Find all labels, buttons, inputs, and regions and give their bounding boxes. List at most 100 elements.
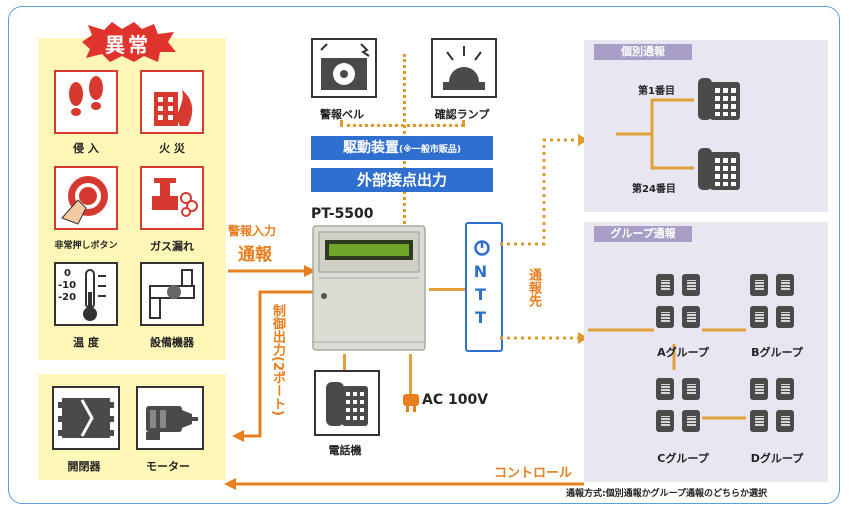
telephone-icon bbox=[750, 306, 768, 328]
group-b-phones bbox=[748, 272, 808, 332]
telephone-icon bbox=[682, 306, 700, 328]
group-a-phones bbox=[654, 272, 714, 332]
telephone-icon bbox=[776, 378, 794, 400]
motor-label: モーター bbox=[146, 460, 190, 473]
telephone-icon bbox=[698, 148, 740, 190]
fire-tile bbox=[140, 70, 204, 134]
alarm-bell-tile bbox=[311, 38, 377, 98]
alarm-bell-icon bbox=[320, 43, 370, 90]
unit-ntt-link bbox=[429, 288, 465, 291]
group-links bbox=[584, 222, 828, 486]
emergency-button-tile bbox=[54, 166, 118, 230]
motor-tile bbox=[136, 386, 204, 450]
power-label: AC 100V bbox=[422, 392, 489, 408]
group-b-label: Bグループ bbox=[751, 346, 803, 359]
switch-tile bbox=[52, 386, 120, 450]
telephone-icon bbox=[776, 306, 794, 328]
group-d-phones bbox=[748, 376, 808, 436]
switch-icon bbox=[58, 398, 114, 438]
gas-leak-tile bbox=[140, 166, 204, 230]
ntt-logo-icon bbox=[474, 240, 490, 260]
individual-title: 個別通報 bbox=[594, 44, 692, 60]
telephone-icon bbox=[776, 410, 794, 432]
drive-bar: 駆動装置(※一般市販品) bbox=[311, 136, 493, 160]
footprints-icon bbox=[69, 76, 103, 116]
group-d-label: Dグループ bbox=[750, 452, 804, 465]
individual-phone-first bbox=[694, 74, 744, 128]
abnormal-badge: 異常 bbox=[78, 22, 178, 62]
thermometer-icon bbox=[83, 269, 106, 321]
intrusion-tile bbox=[54, 70, 118, 134]
contact-output-bar: 外部接点出力 bbox=[311, 168, 493, 192]
alarm-input-label: 警報入力 bbox=[228, 224, 277, 238]
lamp-label: 確認ランプ bbox=[434, 108, 490, 121]
drive-label: 駆動装置 bbox=[343, 140, 399, 156]
telephone-icon bbox=[750, 378, 768, 400]
switch-label: 開閉器 bbox=[67, 460, 101, 473]
telephone-icon bbox=[750, 410, 768, 432]
individual-phone-last bbox=[694, 144, 744, 198]
footer-note: 通報方式:個別通報かグループ通報のどちらか選択 bbox=[566, 489, 768, 499]
telephone-icon bbox=[682, 378, 700, 400]
individual-last-label: 第24番目 bbox=[632, 184, 676, 195]
gas-leak-label: ガス漏れ bbox=[150, 240, 194, 253]
telephone-icon bbox=[656, 274, 674, 296]
intrusion-label: 侵 入 bbox=[73, 142, 99, 155]
lamp-connector bbox=[462, 120, 465, 126]
individual-bracket bbox=[616, 82, 696, 186]
destination-label: 通報先 bbox=[526, 268, 541, 307]
group-panel bbox=[584, 222, 828, 482]
bell-connector bbox=[340, 120, 343, 126]
pt5500-unit bbox=[311, 224, 429, 354]
notify-label: 通報 bbox=[238, 245, 272, 265]
telephone-tile bbox=[314, 370, 380, 436]
ntt-to-individual-arrow bbox=[500, 128, 590, 252]
plug-icon bbox=[400, 390, 422, 418]
group-a-label: Aグループ bbox=[657, 346, 709, 359]
device-model: PT-5500 bbox=[311, 206, 374, 222]
control-output-arrow bbox=[226, 288, 326, 452]
individual-first-label: 第1番目 bbox=[638, 86, 675, 97]
equipment-icon bbox=[149, 269, 195, 319]
group-title: グループ通報 bbox=[594, 226, 692, 242]
equipment-label: 設備機器 bbox=[150, 336, 194, 349]
ntt-box bbox=[465, 222, 503, 352]
fire-label: 火 災 bbox=[159, 142, 185, 155]
control-arrow bbox=[222, 476, 584, 496]
telephone-icon bbox=[656, 410, 674, 432]
alarm-input-arrow bbox=[228, 263, 318, 282]
group-c-phones bbox=[654, 376, 714, 436]
telephone-icon bbox=[682, 410, 700, 432]
lamp-tile bbox=[431, 38, 497, 98]
telephone-label: 電話機 bbox=[328, 444, 362, 457]
drive-note: (※一般市販品) bbox=[399, 145, 461, 155]
motor-icon bbox=[146, 406, 198, 440]
abnormal-title: 異常 bbox=[105, 33, 151, 57]
ntt-to-group-arrow bbox=[500, 330, 590, 350]
control-label: コントロール bbox=[494, 466, 573, 481]
emergency-button-label: 非常押しボタン bbox=[54, 241, 118, 251]
telephone-icon bbox=[656, 306, 674, 328]
temperature-tile: 0 -10 -20 bbox=[54, 262, 118, 326]
telephone-icon bbox=[776, 274, 794, 296]
telephone-icon bbox=[682, 274, 700, 296]
bell-lamp-connector bbox=[340, 124, 464, 127]
telephone-icon bbox=[750, 274, 768, 296]
temp-tick-20: -20 bbox=[58, 292, 77, 303]
gas-leak-icon bbox=[152, 178, 198, 217]
fire-building-icon bbox=[154, 90, 193, 126]
power-cable bbox=[409, 354, 412, 394]
emergency-button-icon bbox=[61, 176, 108, 225]
telephone-icon bbox=[656, 378, 674, 400]
ntt-label: NTT bbox=[471, 262, 490, 331]
group-c-label: Cグループ bbox=[657, 452, 709, 465]
telephone-icon bbox=[326, 382, 368, 426]
control-unit-icon bbox=[312, 225, 426, 351]
temperature-label: 温 度 bbox=[73, 336, 99, 349]
control-output-label: 制御出力(2ポート) bbox=[270, 304, 285, 416]
alarm-bell-label: 警報ベル bbox=[320, 108, 364, 121]
lamp-icon bbox=[443, 46, 485, 90]
temp-tick-0: 0 bbox=[64, 268, 71, 279]
equipment-tile bbox=[140, 262, 204, 326]
telephone-icon bbox=[698, 78, 740, 120]
